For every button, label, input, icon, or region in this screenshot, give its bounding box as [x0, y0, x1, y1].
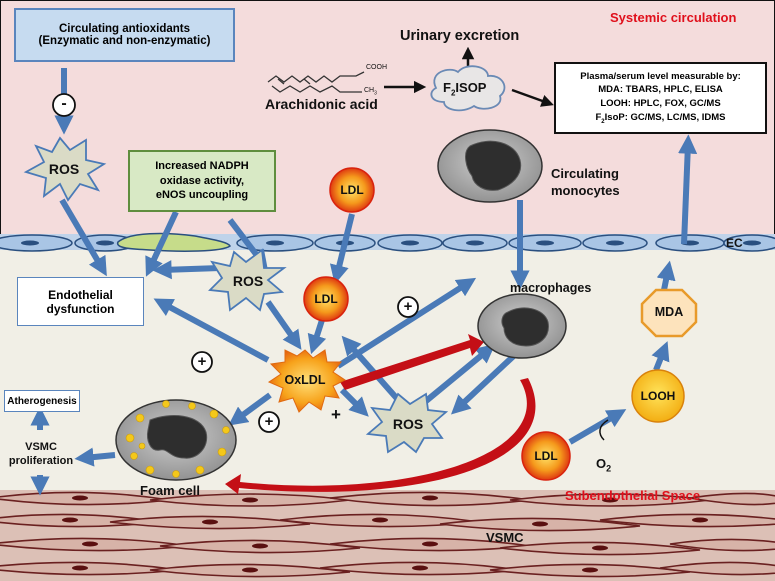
- plus-sign-foam: +: [264, 413, 274, 430]
- looh-circle: [631, 369, 685, 423]
- ldl-label-bottom: LDL: [534, 449, 558, 463]
- measurement-box: Plasma/serum level measurable by: MDA: T…: [554, 62, 767, 134]
- plus-sign-endothelial: +: [197, 353, 207, 370]
- mda-octagon: [640, 288, 698, 338]
- macrophage-cell: [477, 293, 567, 359]
- measure-title: Plasma/serum level measurable by:: [580, 70, 741, 82]
- oxldl-label: OxLDL: [284, 373, 326, 387]
- antioxidants-line2: (Enzymatic and non-enzymatic): [38, 35, 211, 47]
- plus-sign-ros: +: [331, 405, 341, 424]
- minus-sign: -: [61, 95, 67, 112]
- vsmc-proliferation-label: VSMC proliferation: [8, 441, 74, 468]
- measure-looh: LOOH: HPLC, FOX, GC/MS: [600, 98, 721, 110]
- ec-label: EC: [726, 236, 743, 250]
- ldl-label-top: LDL: [340, 183, 364, 197]
- nadph-line3: eNOS uncoupling: [155, 189, 249, 202]
- circulating-monocyte: [437, 129, 543, 203]
- atherogenesis-box: Atherogenesis: [4, 390, 80, 412]
- antioxidants-box: Circulating antioxidants (Enzymatic and …: [14, 8, 235, 62]
- nadph-line2: oxidase activity,: [159, 174, 245, 187]
- o2-link: [599, 419, 609, 441]
- endothelial-dysfunction-box: Endothelial dysfunction: [17, 277, 144, 326]
- ldl-particle-mid: [303, 276, 349, 322]
- mda-label: MDA: [654, 305, 684, 319]
- foam-cell: [115, 399, 237, 481]
- cooh-label: COOH: [366, 64, 387, 71]
- arachidonic-acid-structure: [267, 71, 365, 93]
- f2isop-cloud: [430, 65, 506, 112]
- systemic-circulation-title: Systemic circulation: [610, 10, 737, 25]
- f2isop-label: F2ISOP: [443, 80, 487, 98]
- oxldl-burst: [267, 349, 346, 413]
- foam-cell-label: Foam cell: [140, 483, 200, 498]
- ldl-label-mid: LDL: [314, 292, 338, 306]
- urinary-excretion-label: Urinary excretion: [400, 28, 520, 44]
- ldl-particle-top: [329, 167, 375, 213]
- nadph-box: Increased NADPH oxidase activity, eNOS u…: [128, 150, 276, 212]
- nadph-line1: Increased NADPH: [155, 159, 249, 172]
- measure-mda: MDA: TBARS, HPLC, ELISA: [598, 84, 723, 96]
- ros-label-top: ROS: [48, 161, 80, 177]
- ch3-label: CH3: [364, 87, 377, 97]
- endothelium-layer: [0, 234, 775, 252]
- circulating-monocytes-label: Circulating monocytes: [551, 166, 620, 198]
- plus-sign-macrophage: +: [403, 298, 413, 315]
- ros-label-mid: ROS: [232, 273, 264, 289]
- subendothelial-title: Subendothelial Space: [565, 488, 701, 503]
- macrophages-label: macrophages: [510, 281, 592, 295]
- antioxidants-line1: Circulating antioxidants: [59, 23, 190, 35]
- sign-circles: [52, 93, 419, 433]
- ldl-particle-bottom: [521, 431, 571, 481]
- red-pathway-arrows: [225, 334, 536, 494]
- o2-label: O2: [596, 456, 612, 474]
- measure-f2isop: F2IsoP: GC/MS, LC/MS, IDMS: [595, 111, 726, 125]
- vsmc-label: VSMC: [486, 530, 524, 545]
- arachidonic-acid-label: Arachidonic acid: [265, 96, 378, 112]
- ros-stars: [23, 136, 449, 454]
- looh-label: LOOH: [640, 389, 676, 403]
- ros-label-bottom: ROS: [392, 416, 424, 432]
- vsmc-layer: [0, 490, 775, 581]
